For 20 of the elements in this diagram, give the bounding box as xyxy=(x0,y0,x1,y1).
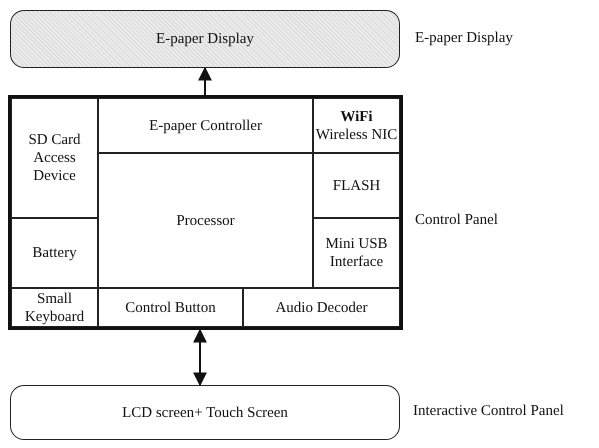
screen-box: LCD screen+ Touch Screen xyxy=(10,385,400,440)
arrow xyxy=(198,66,212,95)
module-cell: Processor xyxy=(98,153,313,288)
module-cell: Mini USB Interface xyxy=(313,218,400,288)
module-cell: SD Card Access Device xyxy=(11,98,98,218)
module-cell: Audio Decoder xyxy=(243,288,400,327)
module-cell: Battery xyxy=(11,218,98,288)
cell-label: Wireless NIC xyxy=(316,126,398,144)
control-panel-box xyxy=(8,95,403,330)
module-cell: E-paper Controller xyxy=(98,98,313,153)
cell-label: WiFi xyxy=(340,108,373,126)
arrow xyxy=(193,328,207,386)
module-cell xyxy=(313,98,400,153)
section-caption: Interactive Control Panel xyxy=(413,403,564,420)
module-cell: Control Button xyxy=(98,288,243,327)
section-caption: Control Panel xyxy=(415,212,498,229)
module-cell: FLASH xyxy=(313,153,400,218)
module-cell: Small Keyboard xyxy=(11,288,98,327)
display-box: E-paper Display xyxy=(10,10,400,68)
section-caption: E-paper Display xyxy=(415,30,513,47)
